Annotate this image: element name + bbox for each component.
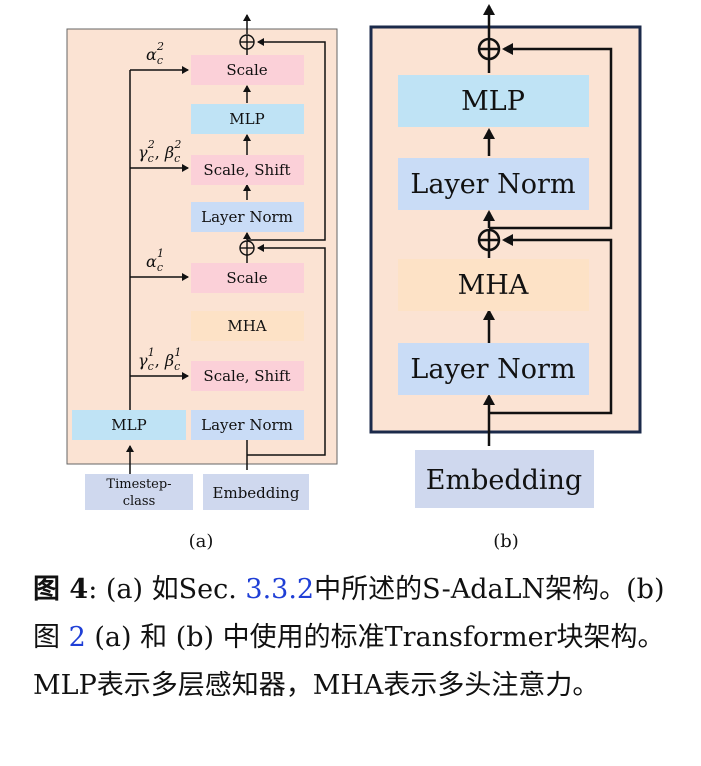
embedding-input-box-a: [203, 474, 309, 510]
layer-norm-box-bottom-label: Layer Norm: [201, 416, 293, 434]
mha-box-label: MHA: [227, 317, 266, 335]
mha-box-b: [398, 259, 589, 311]
caption-text-1: : (a) 如Sec.: [88, 574, 246, 605]
embedding-input-label-b: Embedding: [426, 465, 582, 496]
panel-b: MLP Layer Norm MHA Layer Norm Embedding …: [369, 4, 642, 552]
layer-norm-box-b-top-label: Layer Norm: [410, 169, 575, 200]
gamma-beta-1-label: γc1, βc1: [138, 346, 181, 373]
alpha-1-label: αc1: [146, 247, 164, 274]
scale-shift-box-bottom: [191, 361, 304, 391]
timestep-class-input-box: [85, 474, 193, 510]
scale-shift-box-bottom-label: Scale, Shift: [203, 367, 290, 385]
mlp-box-b-label: MLP: [461, 86, 525, 117]
add-node-middle: [239, 240, 255, 256]
panel-b-sublabel: (b): [493, 531, 519, 552]
mlp-cond-box-label: MLP: [111, 416, 146, 434]
figure-caption: 图 4: (a) 如Sec. 3.3.2中所述的S-AdaLN架构。(b) 图 …: [33, 566, 693, 710]
scale-shift-box-top-label: Scale, Shift: [203, 161, 290, 179]
add-node-b-middle: [477, 228, 501, 252]
layer-norm-box-bottom: [191, 410, 304, 440]
alpha-2-label: αc2: [146, 40, 164, 67]
scale-box-bottom: [191, 263, 304, 293]
timestep-class-line1: Timestep-: [106, 477, 171, 492]
mha-box-b-label: MHA: [458, 270, 529, 301]
layer-norm-box-top-label: Layer Norm: [201, 208, 293, 226]
architecture-diagram: Scale MLP Scale, Shift Layer Norm Scale …: [66, 4, 642, 552]
mlp-box-top: [191, 104, 304, 134]
embedding-input-label-a: Embedding: [213, 484, 300, 502]
mlp-cond-box: [72, 410, 186, 440]
panel-a-sublabel: (a): [189, 531, 214, 552]
figure-label: 图 4: [33, 574, 89, 605]
panel-a-background: [66, 28, 338, 465]
layer-norm-box-b-top: [398, 158, 589, 210]
layer-norm-box-b-bottom-label: Layer Norm: [410, 354, 575, 385]
panel-a: Scale MLP Scale, Shift Layer Norm Scale …: [66, 14, 338, 552]
layer-norm-box-top: [191, 202, 304, 232]
scale-box-top-label: Scale: [226, 61, 267, 79]
scale-box-top: [191, 55, 304, 85]
mlp-box-top-label: MLP: [229, 110, 264, 128]
gamma-beta-2-label: γc2, βc2: [138, 138, 181, 165]
caption-text-2: 中所述的S-AdaLN架构。(b) 图: [33, 574, 665, 653]
scale-box-bottom-label: Scale: [226, 269, 267, 287]
figure-ref-link[interactable]: 2: [68, 622, 86, 653]
caption-text-3: (a) 和 (b) 中使用的标准Transformer块架构。MLP表示多层感知…: [33, 622, 665, 701]
add-node-top: [239, 34, 255, 50]
embedding-input-box-b: [415, 450, 594, 508]
section-ref-link[interactable]: 3.3.2: [245, 574, 315, 605]
layer-norm-box-b-bottom: [398, 343, 589, 395]
add-node-b-top: [477, 37, 501, 61]
mha-box: [191, 311, 304, 341]
scale-shift-box-top: [191, 155, 304, 185]
mlp-box-b: [398, 75, 589, 127]
timestep-class-line2: class: [123, 494, 156, 509]
